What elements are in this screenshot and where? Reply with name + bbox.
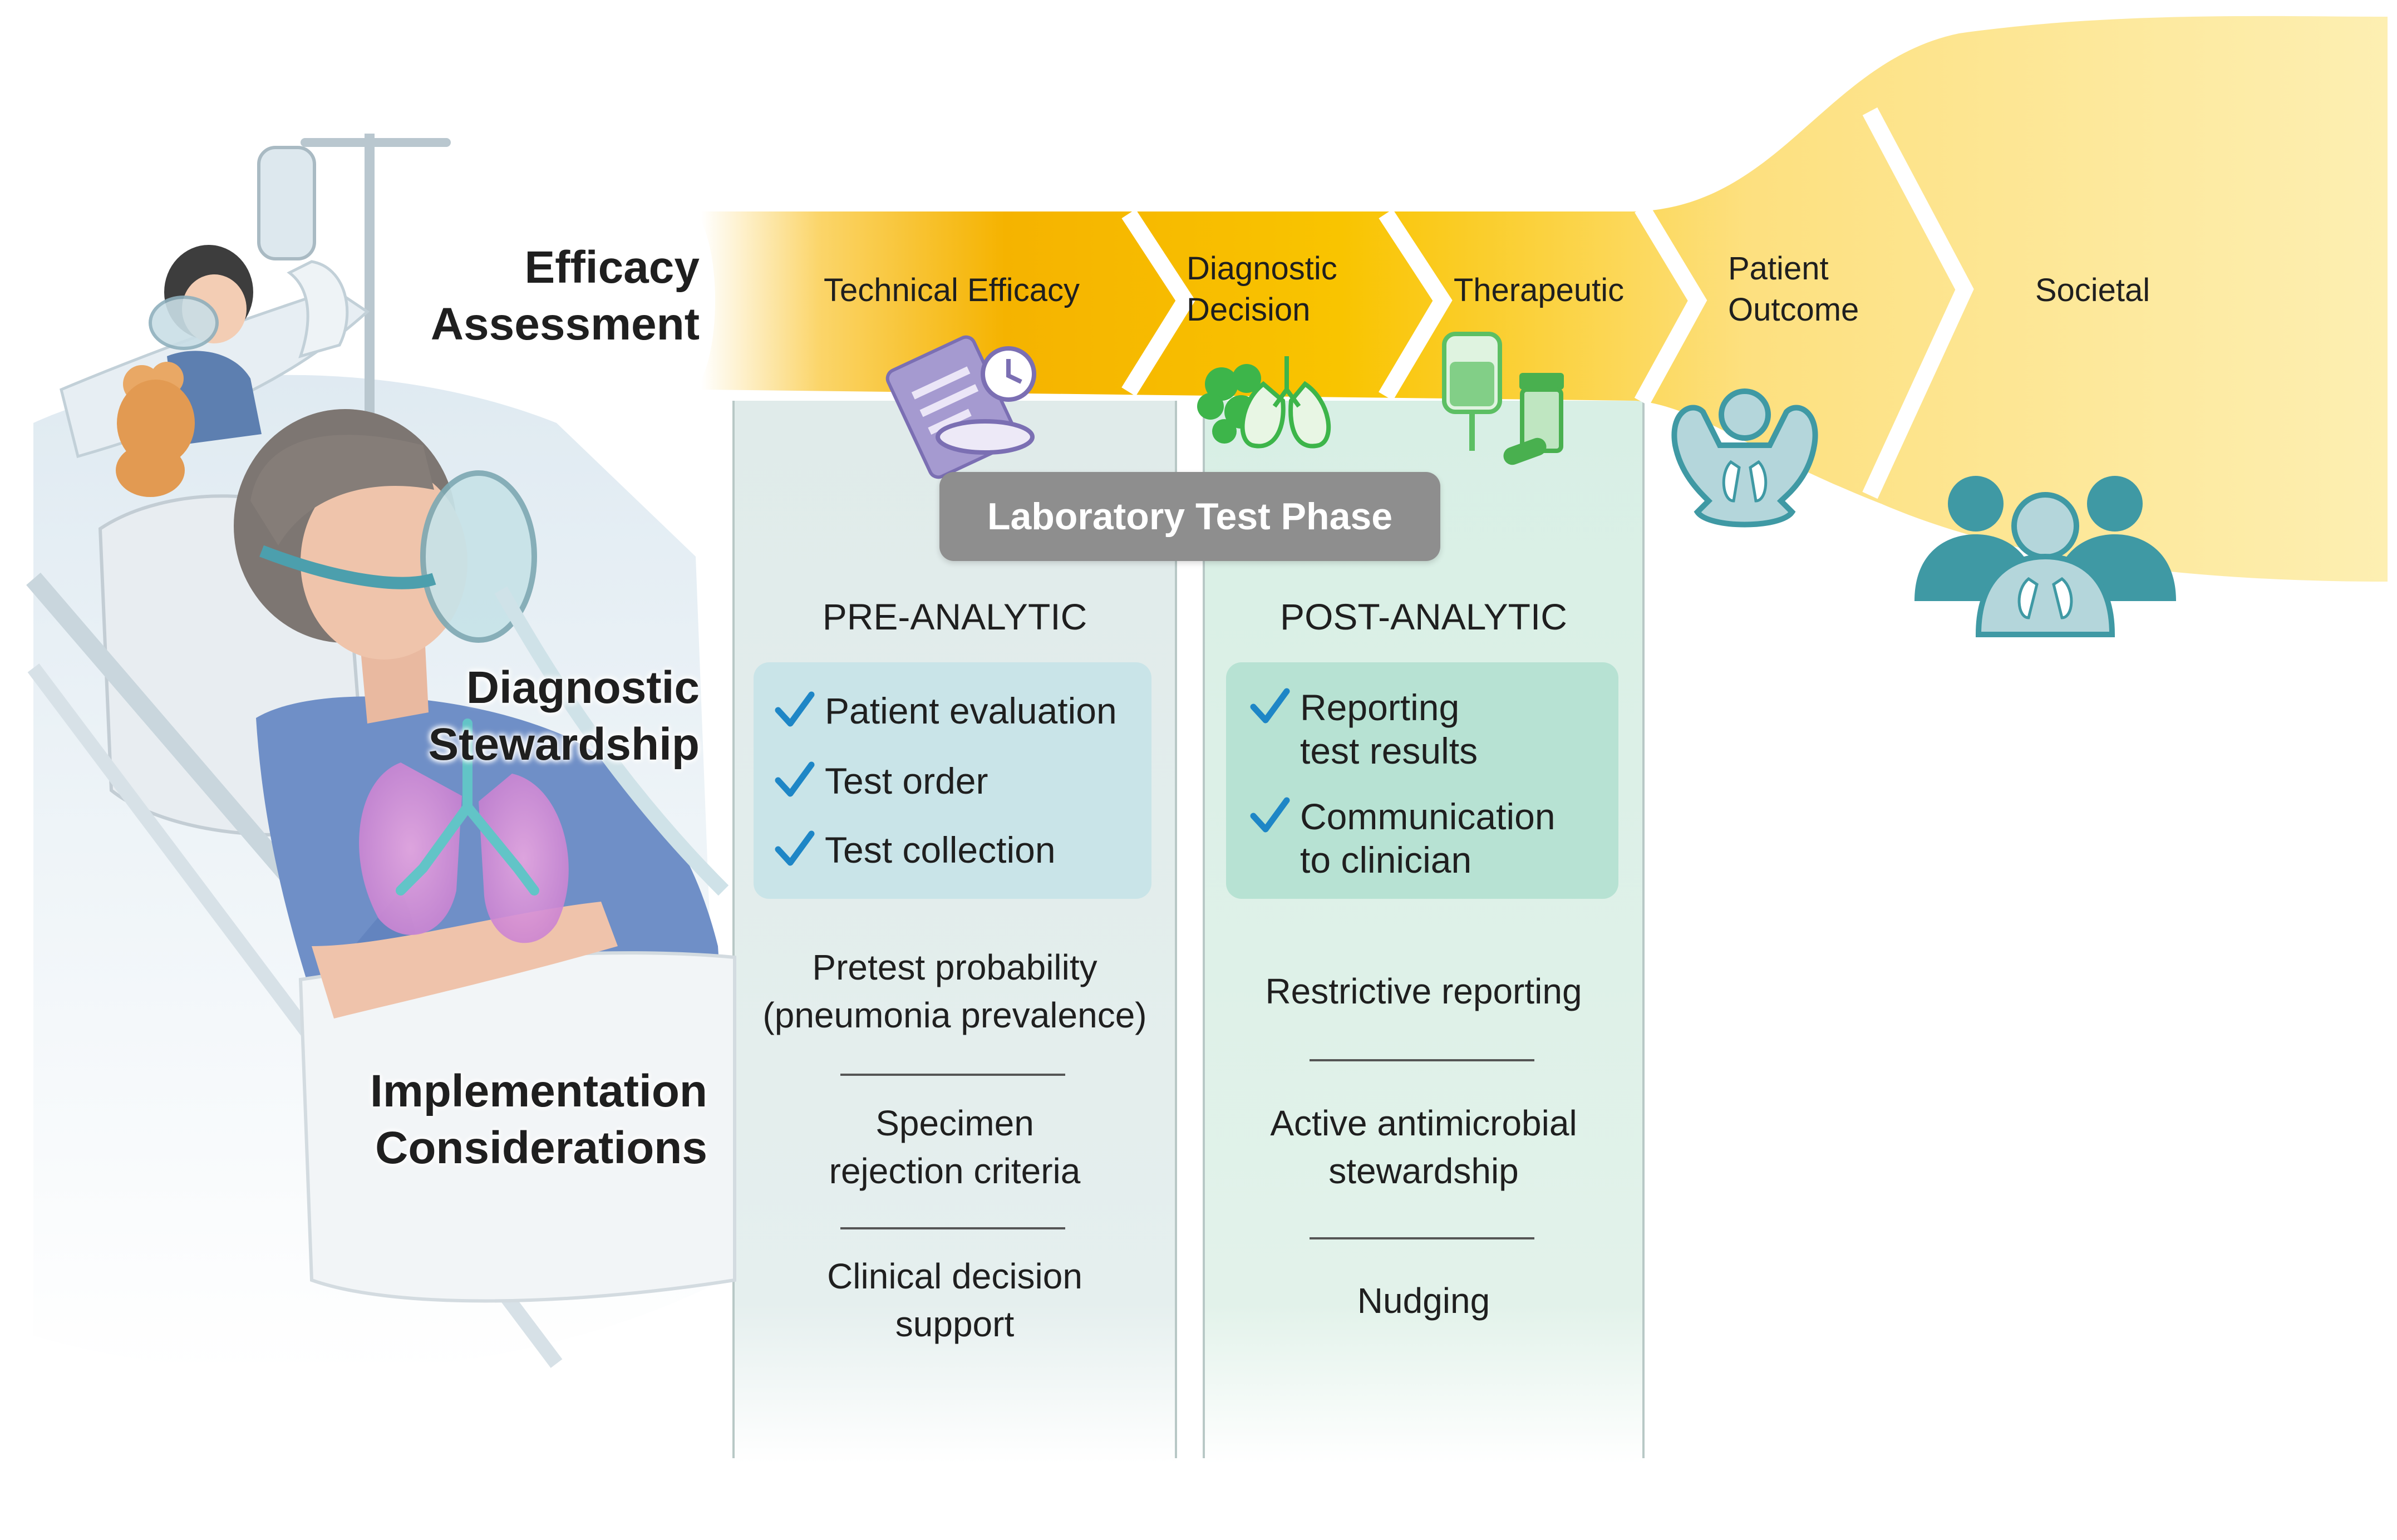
consideration-pretest-probability: Pretest probability (pneumonia prevalenc…	[762, 947, 1147, 1035]
efficacy-flow-band	[701, 16, 2388, 582]
post-analytic-checklist	[1226, 662, 1618, 899]
row-label-implementation: Implementation Considerations	[370, 1066, 707, 1173]
bacteria-lungs-icon	[1197, 356, 1331, 449]
consideration-clinical-decision-support: Clinical decision support	[827, 1256, 1082, 1344]
laboratory-test-phase-title: Laboratory Test Phase	[939, 472, 1440, 561]
consideration-specimen-rejection: Specimen rejection criteria	[829, 1103, 1081, 1191]
consideration-restrictive-reporting: Restrictive reporting	[1265, 971, 1582, 1011]
consideration-active-antimicrobial-stewardship: Active antimicrobial stewardship	[1270, 1103, 1577, 1191]
checklist-item-communication-to-clinician: Communication to clinician	[1250, 795, 1556, 882]
stage-societal: Societal	[2035, 272, 2150, 308]
divider	[1310, 1059, 1534, 1061]
stage-technical-efficacy: Technical Efficacy	[824, 272, 1080, 308]
checkmark-icon	[775, 691, 815, 727]
divider	[840, 1227, 1065, 1229]
checkmark-icon	[1250, 797, 1290, 833]
population-icon	[1914, 476, 2176, 637]
row-label-efficacy: Efficacy Assessment	[430, 242, 700, 350]
checkmark-icon	[775, 761, 815, 797]
checklist-item-test-order: Test order	[775, 759, 988, 803]
row-label-stewardship: Diagnostic Stewardship	[428, 662, 700, 770]
lab-report-clock-icon	[885, 335, 1036, 479]
checkmark-icon	[1250, 688, 1290, 724]
post-analytic-column	[1204, 401, 1643, 1464]
divider	[840, 1074, 1065, 1076]
pre-analytic-checklist	[754, 662, 1151, 899]
checkmark-icon	[775, 830, 815, 866]
iv-bag-pills-icon	[1442, 332, 1564, 465]
checklist-item-patient-evaluation: Patient evaluation	[775, 689, 1117, 732]
consideration-nudging: Nudging	[1357, 1281, 1490, 1321]
stage-therapeutic: Therapeutic	[1453, 272, 1625, 308]
checklist-item-reporting-test-results: Reporting test results	[1250, 686, 1478, 773]
divider	[1310, 1237, 1534, 1239]
patient-illustration	[26, 134, 736, 1372]
checklist-item-test-collection: Test collection	[775, 828, 1056, 872]
strong-patient-icon	[1671, 388, 1818, 528]
post-analytic-heading: POST-ANALYTIC	[1280, 596, 1567, 637]
pre-analytic-heading: PRE-ANALYTIC	[822, 596, 1087, 637]
pre-analytic-column	[734, 401, 1176, 1464]
